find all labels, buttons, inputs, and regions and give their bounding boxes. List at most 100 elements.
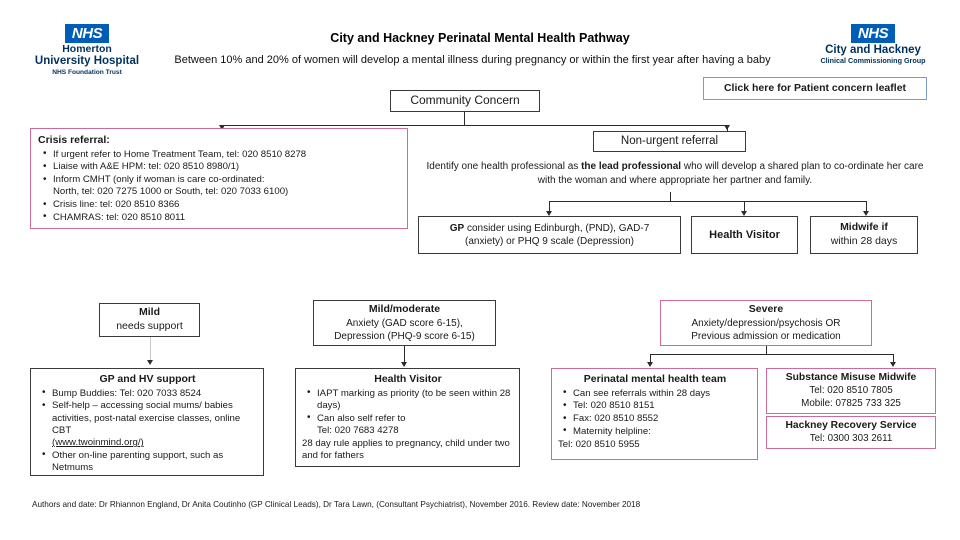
crisis-cmht-line1: Inform CMHT (only if woman is care co-or… xyxy=(53,174,265,186)
hackney-recovery-title: Hackney Recovery Service xyxy=(785,420,917,432)
arrowhead-to-substance-misuse xyxy=(890,362,896,367)
list-item: Liaise with A&E HPM: tel: 020 8510 8980/… xyxy=(43,161,400,174)
arrowhead-to-health-visitor-service xyxy=(401,362,407,367)
gp-hv-selfhelp-text: Self-help – accessing social mums/ babie… xyxy=(52,400,241,436)
list-item: IAPT marking as priority (to be seen wit… xyxy=(307,387,513,413)
list-item: Bump Buddies: Tel: 020 7033 8524 xyxy=(42,387,257,400)
substance-misuse-line2: Mobile: 07825 733 325 xyxy=(801,397,901,409)
lead-professional-note: Identify one health professional as the … xyxy=(418,160,932,187)
arrowhead-to-perinatal-team xyxy=(647,362,653,367)
list-item: CHAMRAS: tel: 020 8510 8011 xyxy=(43,211,400,224)
node-health-visitor[interactable]: Health Visitor xyxy=(691,216,798,254)
arrowhead-to-midwife-node xyxy=(863,211,869,216)
non-urgent-referral-label: Non-urgent referral xyxy=(620,135,719,148)
lead-note-bold: the lead professional xyxy=(581,161,682,172)
service-perinatal-team-box: Perinatal mental health team Can see ref… xyxy=(551,368,758,460)
severity-mild-moderate-line2: Depression (PHQ-9 score 6-15) xyxy=(334,330,475,342)
severity-severe-box[interactable]: Severe Anxiety/depression/psychosis OR P… xyxy=(660,300,872,346)
severity-mild-moderate-title: Mild/moderate xyxy=(368,303,441,316)
list-item: Self-help – accessing social mums/ babie… xyxy=(42,400,257,449)
hv-tel-line: Tel: 020 7683 4278 xyxy=(317,424,399,436)
page-title: City and Hackney Perinatal Mental Health… xyxy=(330,31,630,45)
node-community-concern[interactable]: Community Concern xyxy=(390,90,540,112)
severity-mild-box[interactable]: Mild needs support xyxy=(99,303,200,337)
hackney-recovery-label: Hackney Recovery Service Tel: 0300 303 2… xyxy=(767,417,935,448)
node-midwife-28-days[interactable]: Midwife if within 28 days xyxy=(810,216,918,254)
list-item: Can also self refer to Tel: 020 7683 427… xyxy=(307,412,513,438)
severity-mild-title: Mild xyxy=(139,306,160,319)
severity-severe-line2: Previous admission or medication xyxy=(691,330,841,342)
crisis-referral-title: Crisis referral: xyxy=(38,134,110,146)
nhs-homerton-logo: NHS Homerton University Hospital NHS Fou… xyxy=(22,24,152,76)
severity-mild-label: Mild needs support xyxy=(100,304,199,336)
nhs-homerton-line3: NHS Foundation Trust xyxy=(52,68,122,76)
crisis-referral-box: Crisis referral: If urgent refer to Home… xyxy=(30,128,408,229)
connector-gp-drop xyxy=(549,201,551,213)
severity-mild-moderate-label: Mild/moderate Anxiety (GAD score 6-15), … xyxy=(314,301,495,345)
list-item: Tel: 020 8510 8151 xyxy=(563,400,751,413)
connector-cc-down xyxy=(464,112,466,126)
perinatal-team-tel-line: Tel: 020 8510 5955 xyxy=(558,438,640,450)
arrowhead-to-gp xyxy=(546,211,552,216)
service-substance-misuse-box: Substance Misuse Midwife Tel: 020 8510 7… xyxy=(766,368,936,414)
nhs-city-hackney-line1: City and Hackney xyxy=(825,44,921,56)
list-item: Can see referrals within 28 days xyxy=(563,387,751,400)
crisis-referral-list: If urgent refer to Home Treatment Team, … xyxy=(36,148,403,224)
arrowhead-to-non-urgent xyxy=(724,125,730,130)
list-item: If urgent refer to Home Treatment Team, … xyxy=(43,148,400,161)
footer-authors-date: Authors and date: Dr Rhiannon England, D… xyxy=(32,500,641,509)
connector-hv-drop xyxy=(744,201,746,213)
connector-lead-down xyxy=(670,192,672,202)
gp-hv-support-title: GP and HV support xyxy=(99,373,196,385)
node-gp-scales[interactable]: GP consider using Edinburgh, (PND), GAD-… xyxy=(418,216,681,254)
gp-scales-line1: consider using Edinburgh, (PND), GAD-7 xyxy=(464,223,650,234)
connector-severe-left-drop xyxy=(650,354,652,364)
patient-concern-leaflet-button[interactable]: Click here for Patient concern leaflet xyxy=(703,77,927,100)
health-visitor-node-label: Health Visitor xyxy=(709,228,780,241)
midwife-node-label: Midwife if within 28 days xyxy=(811,217,917,253)
substance-misuse-title: Substance Misuse Midwife xyxy=(785,372,917,384)
intro-text: Between 10% and 20% of women will develo… xyxy=(174,54,771,66)
severity-mild-moderate-box[interactable]: Mild/moderate Anxiety (GAD score 6-15), … xyxy=(313,300,496,346)
list-item: Other on-line parenting support, such as… xyxy=(42,449,257,475)
connector-roles-split xyxy=(549,201,866,203)
severity-severe-label: Severe Anxiety/depression/psychosis OR P… xyxy=(661,301,871,345)
severity-severe-title: Severe xyxy=(748,303,784,316)
nhs-city-hackney-logo: NHS City and Hackney Clinical Commission… xyxy=(798,24,948,65)
nhs-homerton-line2: University Hospital xyxy=(34,55,140,68)
nhs-logo-mark-right: NHS xyxy=(850,24,896,43)
perinatal-team-list: Can see referrals within 28 days Tel: 02… xyxy=(556,387,754,438)
service-hackney-recovery-box: Hackney Recovery Service Tel: 0300 303 2… xyxy=(766,416,936,449)
health-visitor-service-title: Health Visitor xyxy=(374,373,442,385)
health-visitor-list: IAPT marking as priority (to be seen wit… xyxy=(300,387,516,438)
arrowhead-to-gp-hv-support xyxy=(147,360,153,365)
twoinmind-link[interactable]: (www.twoinmind.org/) xyxy=(52,437,144,449)
connector-cc-split xyxy=(222,125,728,127)
arrowhead-to-health-visitor-node xyxy=(741,211,747,216)
list-item: Fax: 020 8510 8552 xyxy=(563,413,751,426)
gp-scales-label: GP consider using Edinburgh, (PND), GAD-… xyxy=(419,217,680,253)
perinatal-team-title: Perinatal mental health team xyxy=(583,373,727,385)
community-concern-label: Community Concern xyxy=(410,93,520,108)
gp-scales-line2: (anxiety) or PHQ 9 scale (Depression) xyxy=(465,236,634,247)
crisis-cmht-line2: North, tel: 020 7275 1000 or South, tel:… xyxy=(53,186,289,198)
midwife-node-line1: Midwife if xyxy=(840,221,888,234)
nhs-homerton-line1: Homerton xyxy=(62,43,112,55)
service-health-visitor-box: Health Visitor IAPT marking as priority … xyxy=(295,368,520,467)
midwife-node-line2: within 28 days xyxy=(830,235,898,247)
gp-hv-support-list: Bump Buddies: Tel: 020 7033 8524 Self-he… xyxy=(35,387,260,475)
nhs-logo-mark-left: NHS xyxy=(64,24,110,43)
hv-self-refer-text: Can also self refer to xyxy=(317,412,406,424)
severity-mild-subtitle: needs support xyxy=(116,320,183,332)
substance-misuse-line1: Tel: 020 8510 7805 xyxy=(809,385,893,397)
node-non-urgent-referral[interactable]: Non-urgent referral xyxy=(593,131,746,152)
arrowhead-to-crisis xyxy=(219,125,225,130)
list-item: Maternity helpline: xyxy=(563,425,751,438)
connector-mild-down xyxy=(150,337,152,363)
lead-note-part2: who will develop a shared plan to co-ord… xyxy=(537,161,924,186)
connector-severe-split xyxy=(650,354,893,356)
connector-severe-right-drop xyxy=(893,354,895,364)
connector-severe-down xyxy=(766,346,768,355)
health-visitor-28-day-note: 28 day rule applies to pregnancy, child … xyxy=(302,437,510,461)
gp-scales-bold: GP xyxy=(449,223,465,234)
